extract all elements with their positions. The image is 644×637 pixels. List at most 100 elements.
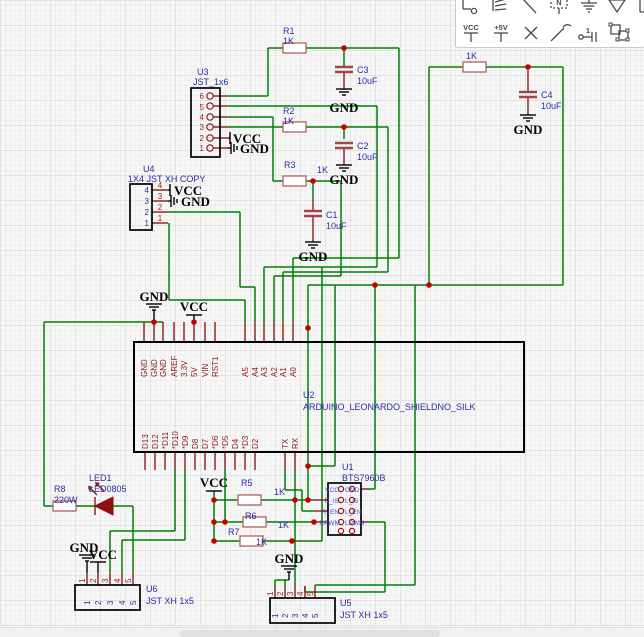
text-label[interactable]: JST_1x6 xyxy=(193,77,229,87)
text-label[interactable]: A1 xyxy=(279,367,288,377)
junction-dot[interactable] xyxy=(305,325,311,331)
resistor-R3-body[interactable] xyxy=(282,175,307,187)
text-label[interactable]: *D10 xyxy=(171,431,180,449)
text-label[interactable]: GND xyxy=(330,100,359,115)
text-label[interactable]: 4 xyxy=(113,578,122,583)
text-label[interactable]: GND xyxy=(240,141,269,156)
text-label[interactable]: 10uF xyxy=(326,221,347,231)
probe-pen-icon[interactable] xyxy=(550,24,572,42)
text-label[interactable]: L_IS xyxy=(345,498,359,505)
text-label[interactable]: 1K xyxy=(283,36,294,46)
text-label[interactable]: 1 xyxy=(158,214,163,223)
junction-dot[interactable] xyxy=(211,519,217,525)
text-label[interactable]: C4 xyxy=(541,90,553,100)
text-label[interactable]: C3 xyxy=(357,65,369,75)
text-label[interactable]: RX xyxy=(291,437,300,449)
text-label[interactable]: 1 xyxy=(145,219,150,228)
text-label[interactable]: 1K xyxy=(278,520,289,530)
text-label[interactable]: LED1 xyxy=(89,473,112,483)
pin-circle[interactable] xyxy=(348,485,356,493)
text-label[interactable]: 4 xyxy=(118,600,127,605)
text-label[interactable]: 3.3V xyxy=(180,360,189,377)
text-label[interactable]: 5 xyxy=(311,613,320,618)
text-label[interactable]: D4 xyxy=(231,438,240,449)
text-label[interactable]: 5 xyxy=(306,591,315,596)
text-label[interactable]: A3 xyxy=(260,367,269,377)
horizontal-scrollbar[interactable] xyxy=(0,627,644,637)
arduino-U2-body[interactable] xyxy=(133,341,525,453)
resistor-R4-body[interactable] xyxy=(462,61,487,73)
text-label[interactable]: C1 xyxy=(326,210,338,220)
text-label[interactable]: 3 xyxy=(106,600,115,605)
text-label[interactable]: 2 xyxy=(158,203,163,212)
text-label[interactable]: R_IS xyxy=(325,498,340,505)
text-label[interactable]: GND xyxy=(159,359,168,377)
text-label[interactable]: D8 xyxy=(191,438,200,449)
text-label[interactable]: 10uF xyxy=(541,101,562,111)
text-label[interactable]: R2 xyxy=(283,106,295,116)
text-label[interactable]: JST XH 1x5 xyxy=(146,596,194,606)
text-label[interactable]: 3 xyxy=(101,578,110,583)
text-label[interactable]: 10uF xyxy=(357,152,378,162)
text-label[interactable]: U2 xyxy=(303,390,315,400)
text-label[interactable]: R3 xyxy=(284,160,296,170)
text-label[interactable]: 2 xyxy=(200,134,205,143)
text-label[interactable]: A4 xyxy=(251,367,260,377)
text-label[interactable]: VCC xyxy=(325,487,339,494)
text-label[interactable]: *D5 xyxy=(221,435,230,449)
text-label[interactable]: U4 xyxy=(143,164,155,174)
text-label[interactable]: GND xyxy=(330,172,359,187)
text-label[interactable]: GND xyxy=(70,540,99,555)
text-label[interactable]: LED0805 xyxy=(89,484,127,494)
text-label[interactable]: *D3 xyxy=(241,435,250,449)
text-label[interactable]: *D9 xyxy=(181,435,190,449)
text-label[interactable]: 2 xyxy=(94,600,103,605)
voltage-probe-icon[interactable]: 1 xyxy=(578,26,597,42)
text-label[interactable]: 3 xyxy=(200,123,205,132)
junction-dot[interactable] xyxy=(426,282,432,288)
text-label[interactable]: D12 xyxy=(151,434,160,449)
text-label[interactable]: R5 xyxy=(241,478,253,488)
text-label[interactable]: 2 xyxy=(89,578,98,583)
text-label[interactable]: BTS7960B xyxy=(342,473,386,483)
text-label[interactable]: 1K xyxy=(274,487,285,497)
text-label[interactable]: 1K xyxy=(256,537,267,547)
ground-triangle-icon[interactable] xyxy=(608,0,626,14)
pin-circle[interactable] xyxy=(206,134,214,142)
resistor-R2-body[interactable] xyxy=(282,121,307,133)
netlabel-icon[interactable]: N xyxy=(550,0,568,14)
ground-icon[interactable] xyxy=(581,0,597,13)
text-label[interactable]: GND xyxy=(275,551,304,566)
junction-dot[interactable] xyxy=(305,463,311,469)
text-label[interactable]: 3 xyxy=(286,591,295,596)
text-label[interactable]: 4 xyxy=(145,186,150,195)
text-label[interactable]: VCC xyxy=(180,299,208,314)
text-label[interactable]: RPWM xyxy=(319,520,340,527)
connector-U3-body[interactable] xyxy=(190,87,221,158)
text-label[interactable]: R_EN xyxy=(322,509,340,516)
text-label[interactable]: ARDUINO_LEONARDO_SHIELDNO_SILK xyxy=(303,402,476,412)
text-label[interactable]: U1 xyxy=(342,462,354,472)
text-label[interactable]: *D6 xyxy=(211,435,220,449)
text-label[interactable]: RST1 xyxy=(211,356,220,377)
text-label[interactable]: GND xyxy=(514,122,543,137)
text-label[interactable]: VCC xyxy=(89,547,117,562)
pin-circle[interactable] xyxy=(337,518,345,526)
text-label[interactable]: JST XH 1x5 xyxy=(340,610,388,620)
text-label[interactable]: 5V xyxy=(190,367,199,377)
text-label[interactable]: 2 xyxy=(281,613,290,618)
text-label[interactable]: 1X4 JST XH COPY xyxy=(128,174,205,184)
led-triangle[interactable] xyxy=(93,496,114,516)
text-label[interactable]: 1 xyxy=(266,591,275,596)
text-label[interactable]: 220W xyxy=(54,495,78,505)
text-label[interactable]: A5 xyxy=(241,367,250,377)
text-label[interactable]: R8 xyxy=(54,484,66,494)
pin-circle[interactable] xyxy=(337,507,345,515)
plus5v-flag-icon[interactable]: +5V xyxy=(494,23,508,42)
pin-circle[interactable] xyxy=(337,527,345,535)
junction-dot[interactable] xyxy=(211,538,217,544)
text-label[interactable]: GND xyxy=(140,289,169,304)
scrollbar-thumb[interactable] xyxy=(180,630,440,637)
text-label[interactable]: U5 xyxy=(340,598,352,608)
pin-circle[interactable] xyxy=(337,485,345,493)
